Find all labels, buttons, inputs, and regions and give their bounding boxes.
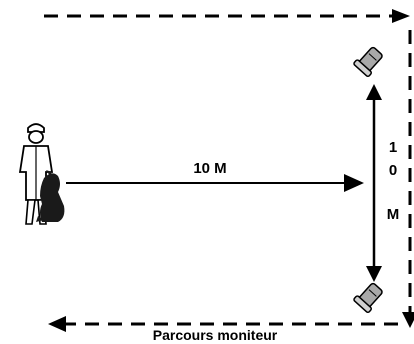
vertical-arrowhead-top xyxy=(366,84,382,100)
side-label-char-1: 1 xyxy=(389,139,397,156)
cone-icon xyxy=(353,282,383,314)
route-bottom-arrowhead xyxy=(48,316,66,332)
handler-with-dog-icon xyxy=(18,123,65,225)
side-label-char-2: 0 xyxy=(389,162,397,179)
cone-icon xyxy=(353,46,383,78)
vertical-arrowhead-bottom xyxy=(366,266,382,282)
distance-label: 10 M xyxy=(193,160,226,177)
route-label: Parcours moniteur xyxy=(153,327,278,343)
route-right-arrowhead xyxy=(402,312,414,328)
route-top-arrowhead xyxy=(392,9,410,23)
side-label-char-3: M xyxy=(387,206,400,223)
distance-arrowhead xyxy=(344,174,364,192)
